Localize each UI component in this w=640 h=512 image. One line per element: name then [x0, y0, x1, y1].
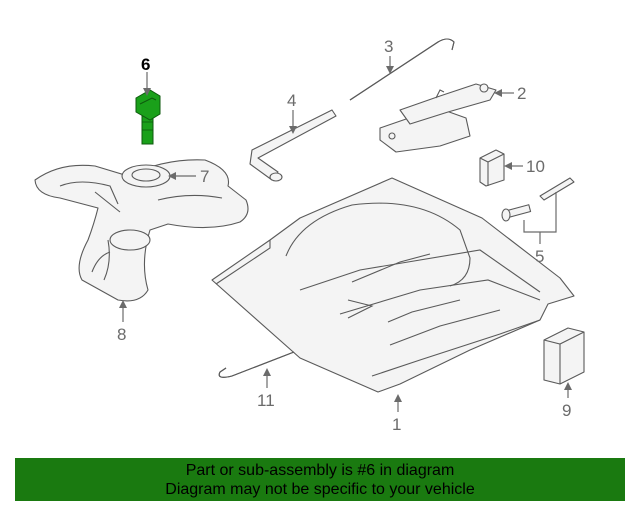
callout-11: 11	[257, 391, 275, 410]
part-10-block[interactable]	[479, 149, 505, 187]
part-3-jack-handle[interactable]	[349, 38, 455, 101]
callout-9: 9	[562, 401, 571, 420]
callout-4: 4	[287, 91, 296, 110]
banner-line-2: Diagram may not be specific to your vehi…	[165, 480, 475, 498]
part-6-highlighted-bolt[interactable]	[135, 89, 161, 145]
callout-1: 1	[392, 415, 401, 434]
part-2-jack[interactable]	[379, 83, 497, 153]
banner-line-1: Part or sub-assembly is #6 in diagram	[185, 461, 455, 479]
part-9-case[interactable]	[543, 327, 585, 385]
part-4-lug-wrench[interactable]	[249, 109, 337, 182]
part-7-round-pad[interactable]	[121, 164, 171, 188]
parts-diagram: 6 7 4 3 2 10 5 8 11 1 9	[34, 37, 585, 434]
callout-2: 2	[517, 84, 526, 103]
leader-lines	[119, 56, 572, 412]
callout-8: 8	[117, 325, 126, 344]
callout-3: 3	[384, 37, 393, 56]
callout-7: 7	[200, 167, 209, 186]
callout-5: 5	[535, 247, 544, 266]
part-5-pins[interactable]	[501, 177, 575, 222]
part-8-spare-tire-tray[interactable]	[34, 159, 249, 302]
part-1-floor-tray[interactable]	[211, 177, 575, 393]
part-11-bent-rod[interactable]	[218, 351, 295, 378]
callout-10: 10	[526, 157, 545, 176]
info-banner: Part or sub-assembly is #6 in diagram Di…	[15, 458, 625, 501]
callout-6: 6	[141, 55, 150, 74]
